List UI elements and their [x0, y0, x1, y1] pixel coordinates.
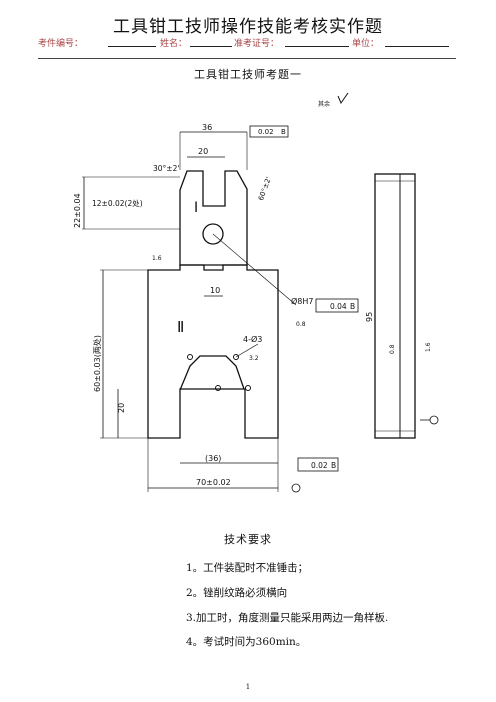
tol-value-top: 0.02 [258, 128, 274, 136]
dim-36: 36 [202, 123, 212, 132]
requirements-title: 技术要求 [224, 533, 272, 546]
roughness-08: 0.8 [296, 321, 306, 328]
part-1-outline [179, 170, 248, 266]
engineering-drawing: 其余 I Ⅱ 36 0.02 B 20 30°±2' 60°±2' 22±0.0… [73, 92, 439, 493]
dim-hole-8: Ø8H7 [291, 296, 314, 306]
field-ticket-line [285, 46, 349, 47]
part-1-label: I [194, 200, 198, 216]
tol-datum-hole: B [350, 302, 355, 311]
dim-60: 60±0.03(两处) [92, 335, 102, 392]
tol-datum-top: B [281, 128, 286, 136]
page-number: 1 [245, 683, 251, 691]
dim-36b: (36) [205, 454, 221, 463]
document-title: 工具钳工技师操作技能考核实作题 [113, 17, 383, 37]
roughness-symbol-icon [337, 92, 349, 105]
dim-angle-60: 60°±2' [257, 176, 273, 202]
datum-a-circle [429, 415, 439, 425]
requirement-1: 1。工件装配时不准锤击； [186, 562, 309, 574]
dovetail-slot [179, 355, 245, 391]
tol-frame-hole [315, 298, 359, 313]
field-exam-no-line [108, 46, 156, 47]
roughness-16b: 1.6 [425, 342, 432, 352]
field-name-label: 姓名： [160, 39, 188, 49]
hole-8-circle [202, 223, 224, 245]
requirement-3: 3.加工时，角度测量只能采用两边一角样板. [186, 612, 389, 624]
dim-95: 95 [365, 312, 374, 322]
exam-title: 工具钳工技师考题一 [194, 68, 302, 81]
header-rule [38, 58, 456, 59]
roughness-16: 1.6 [152, 255, 162, 262]
requirement-4: 4。考试时间为360min。 [186, 636, 307, 648]
roughness-note-label: 其余 [318, 100, 330, 108]
dim-angle-30: 30°±2' [153, 164, 179, 173]
tol-frame-bottom [297, 457, 339, 472]
tol-value-bottom: 0.02 [311, 461, 328, 470]
field-exam-no-label: 考件编号： [38, 39, 84, 49]
pin-hole-4 [245, 385, 251, 391]
pin-hole-1 [187, 354, 193, 360]
roughness-32: 3.2 [249, 355, 259, 362]
side-view-outline [374, 173, 416, 439]
field-name-line [190, 46, 232, 47]
pin-hole-2 [233, 354, 239, 360]
requirement-2: 2。锉削纹路必须横向 [186, 587, 288, 599]
part-2-outline [147, 264, 279, 439]
roughness-08b: 0.8 [389, 344, 396, 354]
dim-12: 12±0.02(2处) [92, 198, 143, 208]
dim-20b: 20 [117, 403, 126, 413]
field-unit-label: 单位： [352, 39, 380, 49]
pin-hole-3 [215, 385, 221, 391]
leader-hole-8 [212, 233, 297, 306]
datum-c-circle [291, 483, 301, 493]
tol-datum-bottom: B [331, 461, 336, 470]
dim-70: 70±0.02 [196, 478, 231, 487]
tol-value-hole: 0.04 [330, 302, 347, 311]
dim-hole-4: 4-Ø3 [243, 334, 262, 344]
part-2-label: Ⅱ [177, 318, 184, 336]
dim-10: 10 [210, 286, 220, 295]
leader-hole-4 [235, 343, 259, 358]
tol-frame-top [249, 125, 289, 138]
field-ticket-label: 准考证号： [234, 39, 280, 49]
field-unit-line [385, 46, 449, 47]
dim-20: 20 [198, 147, 208, 156]
dim-22: 22±0.04 [73, 193, 82, 228]
